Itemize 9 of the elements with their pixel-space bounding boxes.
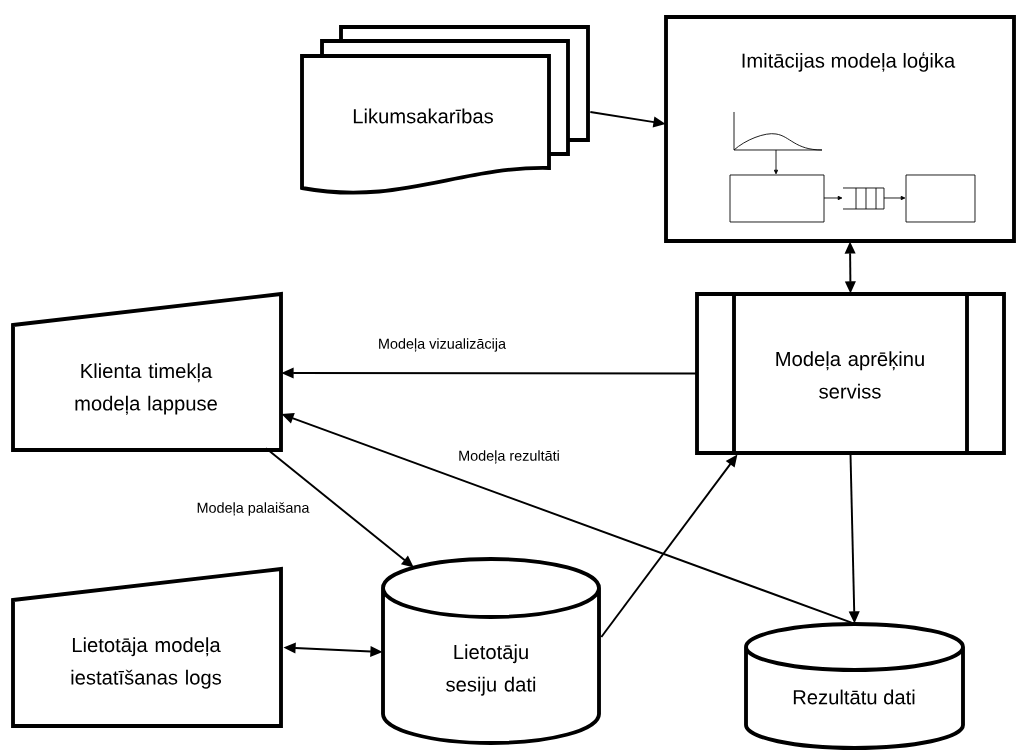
process-box: Imitācijas modeļa loģika [664,15,1016,243]
database-cylinder: Lietotāju sesiju dati [381,557,601,745]
document-stack: Likumsakarības [300,25,590,195]
database-cylinder: Rezultātu dati [744,622,965,750]
edge-label: Modeļa vizualizācija [379,338,507,352]
edge-label: Modeļa palaišana [197,502,310,516]
predefined-process-box: Modeļa aprēķinu serviss [695,292,1006,455]
edge-label: Modeļa rezultāti [459,450,559,464]
arrow [265,447,414,568]
